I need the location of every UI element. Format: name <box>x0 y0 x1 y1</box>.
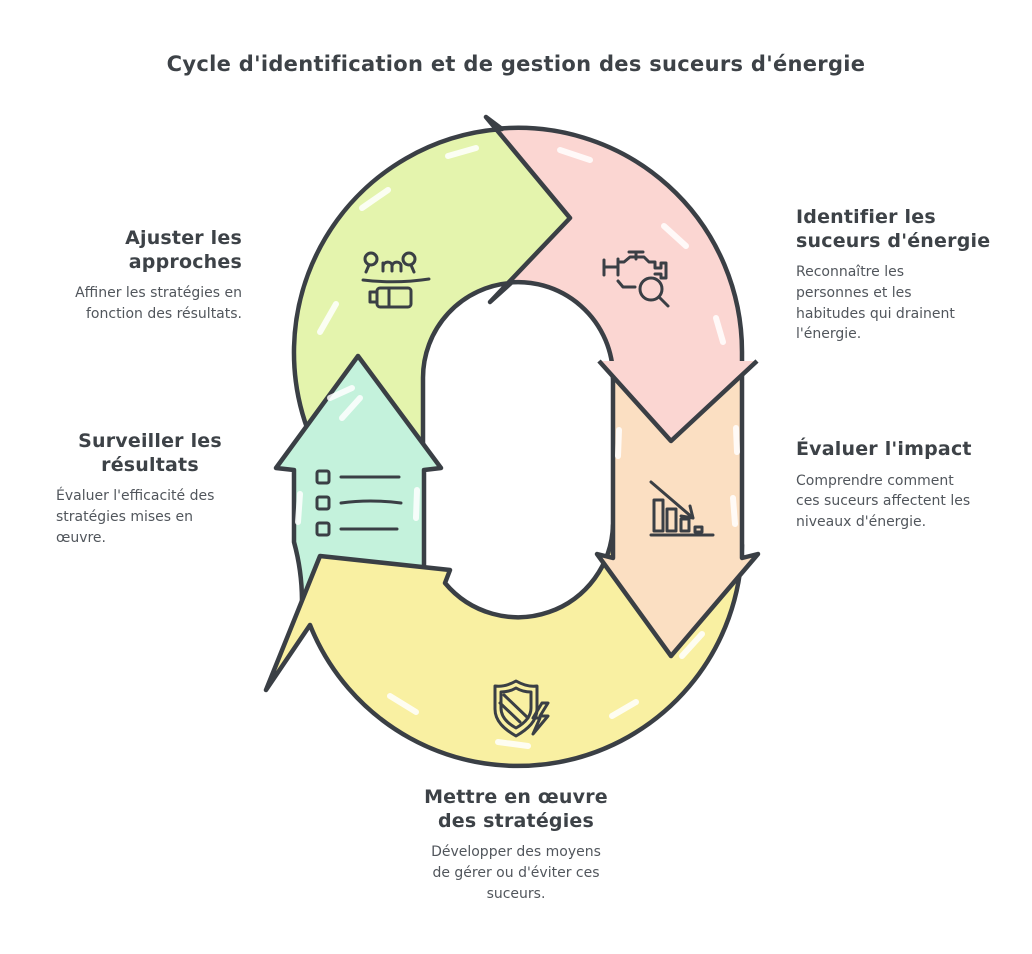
step-block-evaluate: Évaluer l'impact Comprendre comment ces … <box>796 438 1008 533</box>
declining-bar-chart-icon <box>649 480 715 537</box>
step-block-implement: Mettre en œuvre des stratégies Développe… <box>356 786 676 904</box>
step-block-adjust: Ajuster les approches Affiner les straté… <box>28 227 242 325</box>
step-heading: Surveiller les résultats <box>78 430 222 476</box>
step-description: Développer des moyens de gérer ou d'évit… <box>431 844 601 902</box>
page-title: Cycle d'identification et de gestion des… <box>166 52 866 76</box>
shield-lightning-icon <box>493 679 550 738</box>
step-description: Comprendre comment ces suceurs affectent… <box>796 472 971 530</box>
step-heading: Évaluer l'impact <box>796 438 972 460</box>
step-block-identify: Identifier les suceurs d'énergie Reconna… <box>796 206 1008 345</box>
battery-pins-icon <box>361 251 431 309</box>
arrow-identify-head-outline <box>597 359 759 444</box>
step-heading: Mettre en œuvre des stratégies <box>424 786 608 832</box>
step-block-monitor: Surveiller les résultats Évaluer l'effic… <box>56 430 244 548</box>
sketch-highlights <box>295 145 740 749</box>
step-description: Reconnaître les personnes et les habitud… <box>796 264 955 343</box>
step-description: Affiner les stratégies en fonction des r… <box>75 285 242 322</box>
checklist-icon <box>315 469 403 537</box>
arrow-identify-head <box>599 361 757 441</box>
engine-magnifier-icon <box>602 250 670 308</box>
step-heading: Ajuster les approches <box>125 227 242 273</box>
step-heading: Identifier les suceurs d'énergie <box>796 206 991 252</box>
arrow-identify <box>492 125 745 381</box>
step-description: Évaluer l'efficacité des stratégies mise… <box>56 488 215 546</box>
